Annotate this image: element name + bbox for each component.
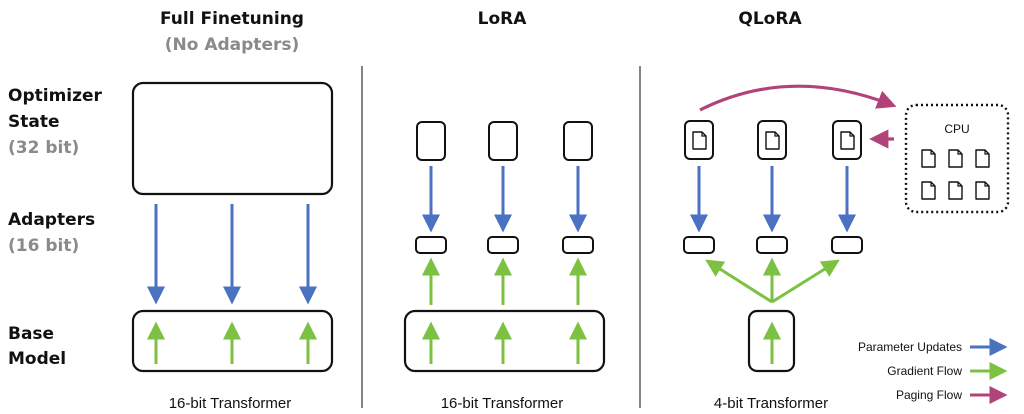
full-finetuning-subtitle: (No Adapters) <box>165 35 300 55</box>
lora-parameter-update-arrows <box>422 166 587 233</box>
full-caption: 16-bit Transformer <box>169 395 292 412</box>
row-label-optimizer: Optimizer <box>8 86 103 106</box>
lora-title: LoRA <box>478 9 528 29</box>
lora-gradient-arrows <box>422 257 587 364</box>
legend: Parameter Updates Gradient Flow Paging F… <box>858 338 1008 404</box>
qlora-gradient-arrow-left <box>705 259 773 304</box>
document-icon <box>975 181 990 200</box>
qlora-parameter-update-arrows <box>690 166 856 233</box>
document-icon <box>921 181 936 200</box>
lora-caption: 16-bit Transformer <box>441 395 564 412</box>
qlora-adapters <box>683 236 863 254</box>
document-icon <box>692 131 707 150</box>
paging-flow-arc <box>699 84 897 112</box>
qlora-adapter-2 <box>756 236 788 254</box>
legend-label-paging-flow: Paging Flow <box>896 388 962 402</box>
row-label-adapters-bits: (16 bit) <box>8 236 79 256</box>
lora-optimizer-states <box>416 121 593 161</box>
row-label-adapters: Adapters <box>8 210 95 230</box>
lora-adapter-3 <box>562 236 594 254</box>
full-optimizer-state-box <box>131 81 334 196</box>
document-icon <box>948 149 963 168</box>
lora-optimizer-box-2 <box>488 121 518 161</box>
document-icon <box>765 131 780 150</box>
document-icon <box>948 181 963 200</box>
row-label-optimizer-bits: (32 bit) <box>8 138 79 158</box>
row-label-base: Base <box>8 324 54 344</box>
qlora-caption: 4-bit Transformer <box>714 395 828 412</box>
lora-optimizer-box-3 <box>563 121 593 161</box>
lora-optimizer-box-1 <box>416 121 446 161</box>
full-gradient-arrows <box>147 321 317 364</box>
qlora-gradient-arrow-right <box>771 259 840 304</box>
qlora-title: QLoRA <box>738 9 802 29</box>
legend-label-gradient-flow: Gradient Flow <box>887 364 962 378</box>
row-label-model: Model <box>8 349 66 369</box>
document-icon <box>840 131 855 150</box>
cpu-label: CPU <box>944 122 969 136</box>
qlora-optimizer-states <box>684 120 862 160</box>
row-label-state: State <box>8 112 60 132</box>
legend-label-parameter-updates: Parameter Updates <box>858 340 962 354</box>
lora-adapters <box>415 236 594 254</box>
document-icon <box>975 149 990 168</box>
qlora-adapter-3 <box>831 236 863 254</box>
document-icon <box>921 149 936 168</box>
lora-adapter-2 <box>487 236 519 254</box>
qlora-adapter-1 <box>683 236 715 254</box>
full-finetuning-title: Full Finetuning <box>160 9 304 29</box>
qlora-gradient-arrows <box>705 257 840 364</box>
lora-adapter-1 <box>415 236 447 254</box>
full-parameter-update-arrows <box>147 204 317 305</box>
